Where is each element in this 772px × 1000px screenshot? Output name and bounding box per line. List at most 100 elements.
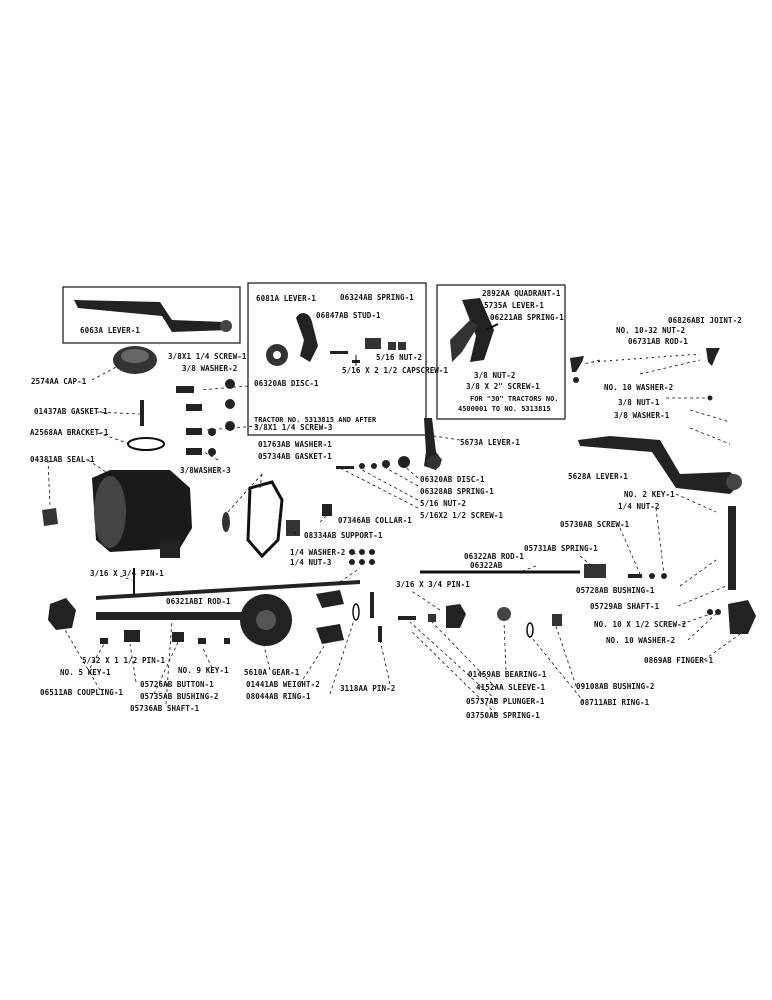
label-6063a-lever: 6063A LEVER-1 [80,326,140,335]
finger-0869ab [728,600,756,634]
label-532-pin: 5/32 X 1 1/2 PIN-1 [82,656,166,665]
label-no10-32-nut: NO. 10-32 NUT-2 [616,326,686,335]
label-516-nut-2: 5/16 NUT-2 [420,499,467,508]
label-08044ab-ring: 08044AB RING-1 [246,692,311,701]
label-14-nut-2: 1/4 NUT-2 [618,502,660,511]
label-03750ab-spring: 03750AB SPRING-1 [466,711,540,720]
label-38x2-screw: 3/8 X 2" SCREW-1 [466,382,540,391]
label-04381ab-seal: 04381AB SEAL-1 [30,455,95,464]
label-5735a-lever: 5735A LEVER-1 [484,301,544,310]
label-01459ab-bearing: 01459AB BEARING-1 [468,670,547,679]
ring-08044ab [352,603,360,621]
inset-box-tractor-5313815 [247,282,427,436]
label-6081a-lever: 6081A LEVER-1 [256,294,316,303]
shaft-05736ab [96,612,276,620]
label-38x1-screw-3: 3/8X1 1/4 SCREW-3 [254,423,333,432]
label-05730ab-screw: 05730AB SCREW-1 [560,520,630,529]
label-05736ab-shaft: 05736AB SHAFT-1 [130,704,200,713]
label-06324ab-spring: 06324AB SPRING-1 [340,293,414,302]
label-5628a-lever: 5628A LEVER-1 [568,472,628,481]
collar-07346ab [322,504,332,516]
label-38x1-screw-1: 3/8X1 1/4 SCREW-1 [168,352,247,361]
label-516x2-screw: 5/16X2 1/2 SCREW-1 [420,511,504,520]
label-516-capscrew: 5/16 X 2 1/2 CAPSCREW-1 [342,366,449,375]
label-0869ab-finger: 0869AB FINGER-1 [644,656,714,665]
label-38-nut-2: 3/8 NUT-2 [474,371,516,380]
label-no9-key: NO. 9 KEY-1 [178,666,229,675]
label-06731ab-rod: 06731AB ROD-1 [628,337,688,346]
label-08334ab-support: 08334AB SUPPORT-1 [304,531,383,540]
label-3118aa-pin: 3118AA PIN-2 [340,684,396,693]
plunger-05737ab [398,616,416,620]
inset-box-6063a [62,286,241,344]
label-06826abi-joint: 06826ABI JOINT-2 [668,316,742,325]
label-316-pin-mid: 3/16 X 3/4 PIN-1 [396,580,470,589]
label-no10-washer-top: NO. 10 WASHER-2 [604,383,674,392]
rod-06321abi [96,580,360,600]
label-06320ab-disc-inset: 06320AB DISC-1 [254,379,319,388]
spring-06324ab [365,338,381,349]
weight-01441ab-bottom [316,624,344,644]
label-07346ab-collar: 07346AB COLLAR-1 [338,516,412,525]
label-01763ab-washer: 01763AB WASHER-1 [258,440,332,449]
bearing-01459ab [446,604,466,628]
lever-6063a-boss [220,320,232,332]
washer-01763ab [222,512,230,532]
lever-6081a [296,313,318,362]
label-14-nut-3: 1/4 NUT-3 [290,558,332,567]
gasket-05734ab [246,480,284,559]
pin-3118aa [370,592,374,618]
spring-05731ab [584,564,606,578]
label-09108ab-bushing: 09108AB BUSHING-2 [576,682,655,691]
screw-516x2 [336,466,354,469]
label-516-nut: 5/16 NUT-2 [376,353,423,362]
label-4152aa-sleeve: 4152AA SLEEVE-1 [476,683,546,692]
label-38-washer-2: 3/8 WASHER-2 [182,364,238,373]
joint-06826abi-left [570,356,584,372]
label-316-pin-top: 3/16 X 3/4 PIN-1 [90,569,164,578]
screw-05730ab [628,574,642,578]
label-05737ab-plunger: 05737AB PLUNGER-1 [466,697,545,706]
gasket-01437ab [127,437,165,451]
label-06511ab-coupling: 06511AB COUPLING-1 [40,688,124,697]
label-no2-key: NO. 2 KEY-1 [624,490,675,499]
label-01441ab-weight: 01441AB WEIGHT-2 [246,680,320,689]
label-06328ab-spring: 06328AB SPRING-1 [420,487,494,496]
label-2574aa-cap: 2574AA CAP-1 [31,377,87,386]
label-05728ab-bushing: 05728AB BUSHING-1 [576,586,655,595]
label-05735ab-bushing: 05735AB BUSHING-2 [140,692,219,701]
seal-04381ab [42,508,58,526]
label-5610a-gear: 5610A GEAR-1 [244,668,300,677]
label-2892aa-quadrant: 2892AA QUADRANT-1 [482,289,561,298]
label-14-washer: 1/4 WASHER-2 [290,548,346,557]
label-5673a-lever: 5673A LEVER-1 [460,438,520,447]
lever-5735a [450,320,478,362]
label-for-30-tractors: FOR "30" TRACTORS NO. [470,395,559,403]
label-38-washer-3: 3/8WASHER-3 [180,466,231,475]
label-tractor-note: TRACTOR NO. 5313815 AND AFTER [254,416,377,424]
lever-5628a [578,436,742,494]
screw-washer-stack [176,379,235,456]
nut-516-inset [388,342,396,350]
disc-06320ab [398,456,410,468]
label-38-washer-1: 3/8 WASHER-1 [614,411,670,420]
bushing-09108ab [552,614,562,626]
label-06847ab-stud: 06847AB STUD-1 [316,311,381,320]
coupling-06511ab [48,598,76,630]
label-no10-washer: NO. 10 WASHER-2 [606,636,676,645]
support-08334ab [286,520,300,536]
inset-box-30-tractors [436,284,566,420]
label-no10-screw: NO. 10 X 1/2 SCREW-2 [594,620,687,629]
sleeve-4152aa [428,614,436,622]
quadrant-2892aa [462,298,494,362]
lever-6063a [74,300,230,332]
shaft-05729ab [728,506,736,590]
label-05726ab-button: 05726AB BUTTON-1 [140,680,214,689]
label-38-nut-1: 3/8 NUT-1 [618,398,660,407]
label-01437ab-gasket: 01437AB GASKET-1 [34,407,108,416]
ring-08711abi [526,622,534,638]
leader-lines [47,359,741,715]
label-05734ab-gasket: 05734AB GASKET-1 [258,452,332,461]
label-06320ab-disc: 06320AB DISC-1 [420,475,485,484]
